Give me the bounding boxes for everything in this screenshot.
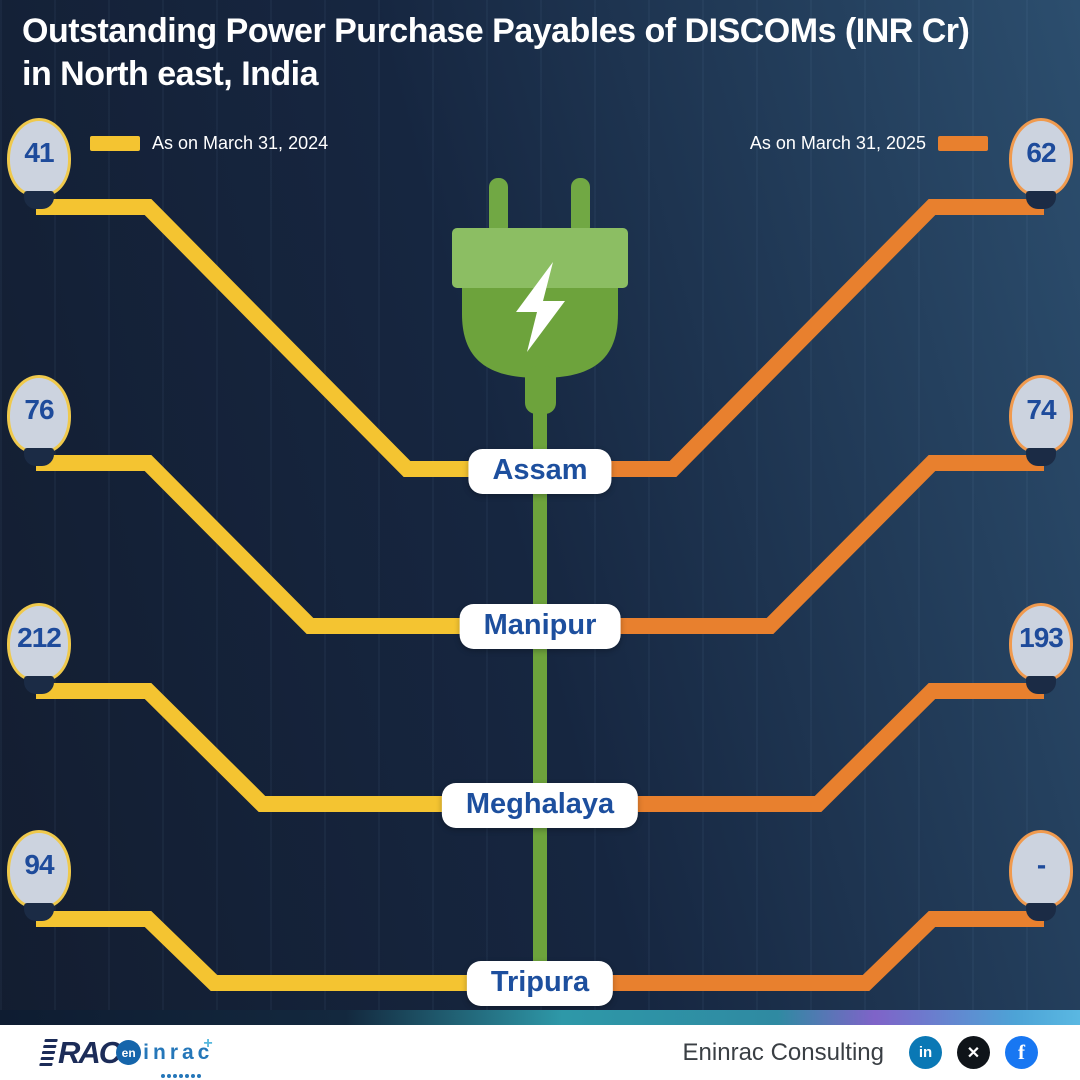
bulb-meghalaya-2025: 193 — [1008, 603, 1074, 694]
plug-prong-right — [571, 178, 590, 236]
brand-name: Eninrac Consulting — [682, 1038, 884, 1066]
line-tripura-2024 — [36, 911, 505, 991]
plug-cap — [452, 228, 628, 288]
page-title: Outstanding Power Purchase Payables of D… — [22, 10, 970, 95]
footer-right: Eninrac Consulting in ✕ f — [683, 1036, 1038, 1069]
value-assam-2025: 62 — [1026, 137, 1056, 168]
lightning-bolt-icon — [516, 262, 565, 352]
bulb-base — [24, 676, 54, 694]
line-manipur-2025 — [575, 455, 1044, 634]
legend-2025-swatch — [938, 136, 988, 151]
bulb-assam-2025: 62 — [1008, 118, 1074, 209]
bulb-manipur-2025: 74 — [1008, 375, 1074, 466]
bulb-tripura-2024: 94 — [6, 830, 72, 921]
bulb-base — [1026, 676, 1056, 694]
eninrac-logo: RAC en inrac + — [39, 1034, 214, 1078]
footer: RAC en inrac + Eninrac Consulting in ✕ f — [0, 1025, 1080, 1080]
title-line-1: Outstanding Power Purchase Payables of D… — [22, 12, 970, 50]
bulb-glass: 76 — [7, 375, 71, 453]
logo-rac-text: RAC — [58, 1034, 121, 1070]
line-assam-2024 — [36, 199, 505, 477]
bulb-glass: 41 — [7, 118, 71, 196]
bulb-base — [24, 448, 54, 466]
bulb-glass: - — [1009, 830, 1073, 908]
value-meghalaya-2025: 193 — [1019, 622, 1064, 653]
bulb-glass: 74 — [1009, 375, 1073, 453]
power-plug-lightning-icon — [452, 178, 628, 414]
bulb-glass: 212 — [7, 603, 71, 681]
line-assam-2025 — [575, 199, 1044, 477]
logo-stripes-icon — [39, 1039, 58, 1066]
legend-2025: As on March 31, 2025 — [750, 133, 988, 154]
legend-2024-label: As on March 31, 2024 — [152, 133, 329, 153]
bulb-glass: 94 — [7, 830, 71, 908]
value-assam-2024: 41 — [24, 137, 54, 168]
state-label-assam: Assam — [468, 449, 612, 494]
value-meghalaya-2024: 212 — [17, 622, 62, 653]
facebook-icon[interactable]: f — [1005, 1036, 1038, 1069]
bulb-base — [24, 903, 54, 921]
bulb-glass: 193 — [1009, 603, 1073, 681]
bulb-base — [24, 191, 54, 209]
bulb-meghalaya-2024: 212 — [6, 603, 72, 694]
plug-prong-left — [489, 178, 508, 236]
value-tripura-2025: - — [1036, 849, 1046, 880]
bulb-tripura-2025: - — [1008, 830, 1074, 921]
x-twitter-icon[interactable]: ✕ — [957, 1036, 990, 1069]
legend-2025-label: As on March 31, 2025 — [749, 133, 926, 153]
value-manipur-2024: 76 — [24, 394, 54, 425]
bulb-manipur-2024: 76 — [6, 375, 72, 466]
value-manipur-2025: 74 — [1026, 394, 1056, 425]
plug-neck — [525, 366, 556, 414]
bulb-base — [1026, 191, 1056, 209]
state-label-manipur: Manipur — [459, 604, 621, 649]
logo-inrac-text: inrac — [143, 1040, 214, 1064]
bulb-assam-2024: 41 — [6, 118, 72, 209]
footer-gradient-strip — [0, 1010, 1080, 1025]
linkedin-icon[interactable]: in — [909, 1036, 942, 1069]
line-tripura-2025 — [575, 911, 1044, 991]
bulb-glass: 62 — [1009, 118, 1073, 196]
logo-plus-mark: + — [203, 1034, 213, 1052]
line-meghalaya-2025 — [575, 683, 1044, 812]
value-tripura-2024: 94 — [24, 849, 54, 880]
state-label-tripura: Tripura — [466, 961, 614, 1006]
line-meghalaya-2024 — [36, 683, 505, 812]
legend-2024: As on March 31, 2024 — [90, 133, 328, 154]
line-manipur-2024 — [36, 455, 505, 634]
legend-2024-swatch — [90, 136, 140, 151]
state-label-meghalaya: Meghalaya — [441, 783, 639, 828]
title-line-2: in North east, India — [22, 54, 319, 93]
bulb-base — [1026, 903, 1056, 921]
bulb-base — [1026, 448, 1056, 466]
logo-dots — [160, 1073, 201, 1078]
logo-en-badge: en — [116, 1040, 142, 1065]
